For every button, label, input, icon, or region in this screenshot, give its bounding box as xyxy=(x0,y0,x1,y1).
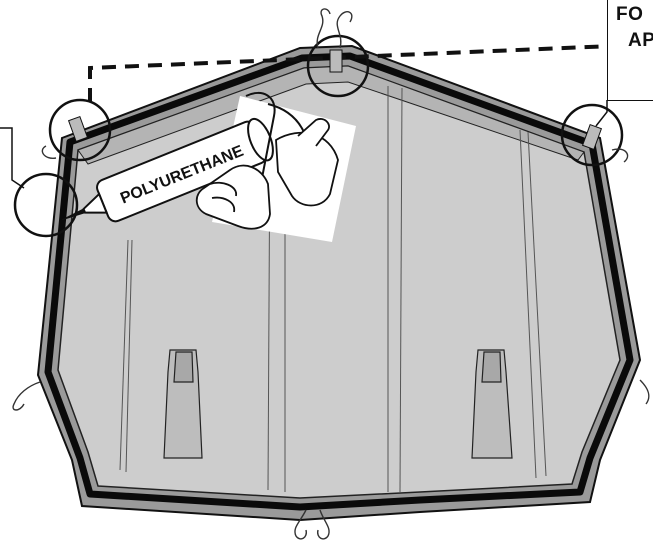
callout-text-line1: FO xyxy=(616,5,643,24)
left-vent-cutout xyxy=(164,350,202,458)
right-vent-cutout xyxy=(472,350,512,458)
callout-text-line2: AP xyxy=(628,31,653,50)
left-callout-leader xyxy=(0,128,24,188)
top-right-callout-box: FO AP xyxy=(607,0,653,101)
right-callout-leader xyxy=(596,100,607,126)
